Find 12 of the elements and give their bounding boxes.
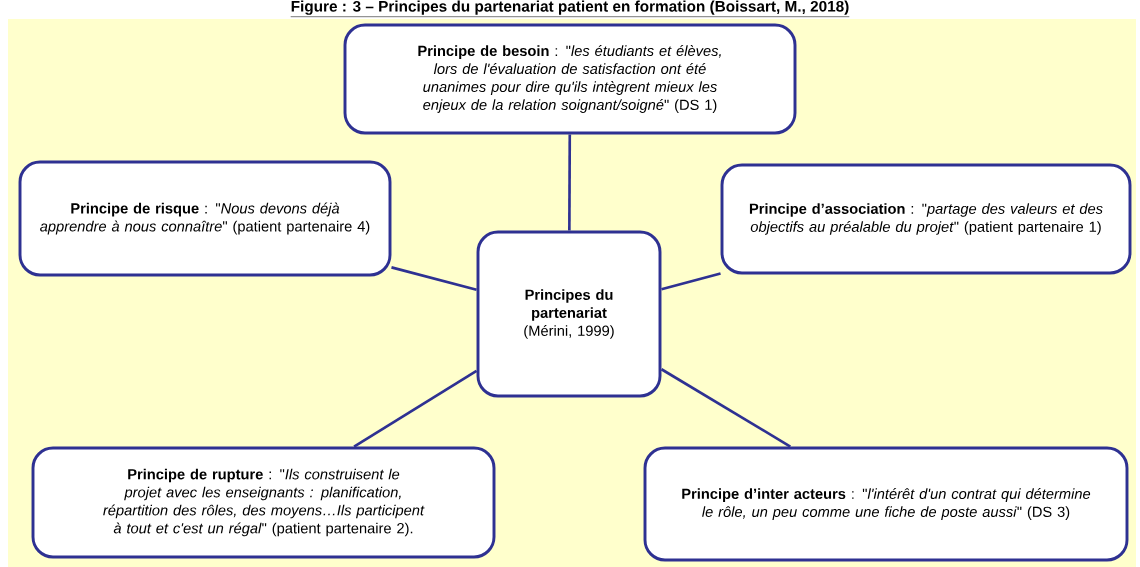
center-box: Principes du partenariat (Mérini, 1999)	[476, 230, 662, 398]
quote-box: Principe de risque : "Nous devons déjà apprendre à nous connaître" (patient partenaire 4)	[18, 160, 392, 277]
quote-box: Principe de besoin : "les étudiants et élèves, lors de l'évaluation de satisfaction ont été unanimes pour dire qu'ils intègrent mieux les enjeux de la relation soignant/soigné" (DS 1)	[343, 23, 797, 135]
connector-line	[660, 368, 791, 448]
connector-line	[353, 369, 478, 448]
figure-title: Figure : 3 – Principes du partenariat patient en formation (Boissart, M., 2018)	[290, 0, 850, 17]
quote-box: Principe d’association : "partage des valeurs et des objectifs au préalable du projet" (patient partenaire 1)	[720, 163, 1132, 275]
quote-box: Principe de rupture : "Ils construisent le projet avec les enseignants : planification, répartition des rôles, des moyens…Ils participent à tout et c'est un régal" (patient partenaire 2).	[31, 446, 496, 559]
connector-line	[568, 134, 572, 231]
connector-line	[391, 266, 477, 292]
connector-line	[661, 272, 721, 291]
quote-box: Principe d’inter acteurs : "l'intérêt d'un contrat qui détermine le rôle, un peu comme une fiche de poste aussi" (DS 3)	[643, 446, 1129, 562]
